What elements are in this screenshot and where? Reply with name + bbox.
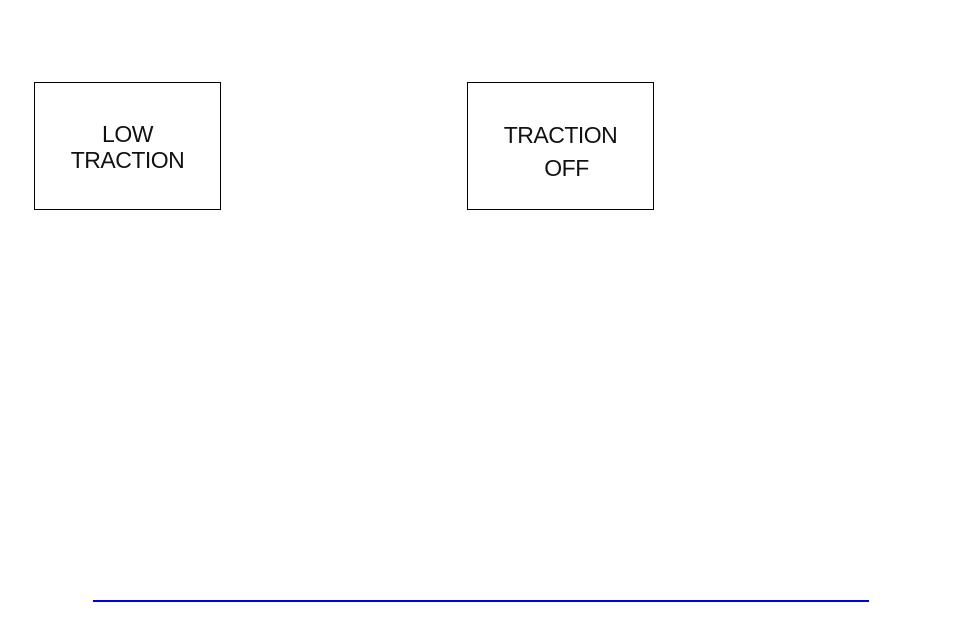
low-traction-indicator: LOW TRACTION bbox=[34, 82, 221, 210]
low-traction-label: LOW TRACTION bbox=[70, 121, 185, 173]
traction-off-label-line2: OFF bbox=[544, 155, 589, 181]
traction-off-label-line1: TRACTION bbox=[503, 122, 618, 148]
footer-divider bbox=[93, 600, 869, 602]
traction-off-indicator: TRACTION OFF bbox=[467, 82, 654, 210]
